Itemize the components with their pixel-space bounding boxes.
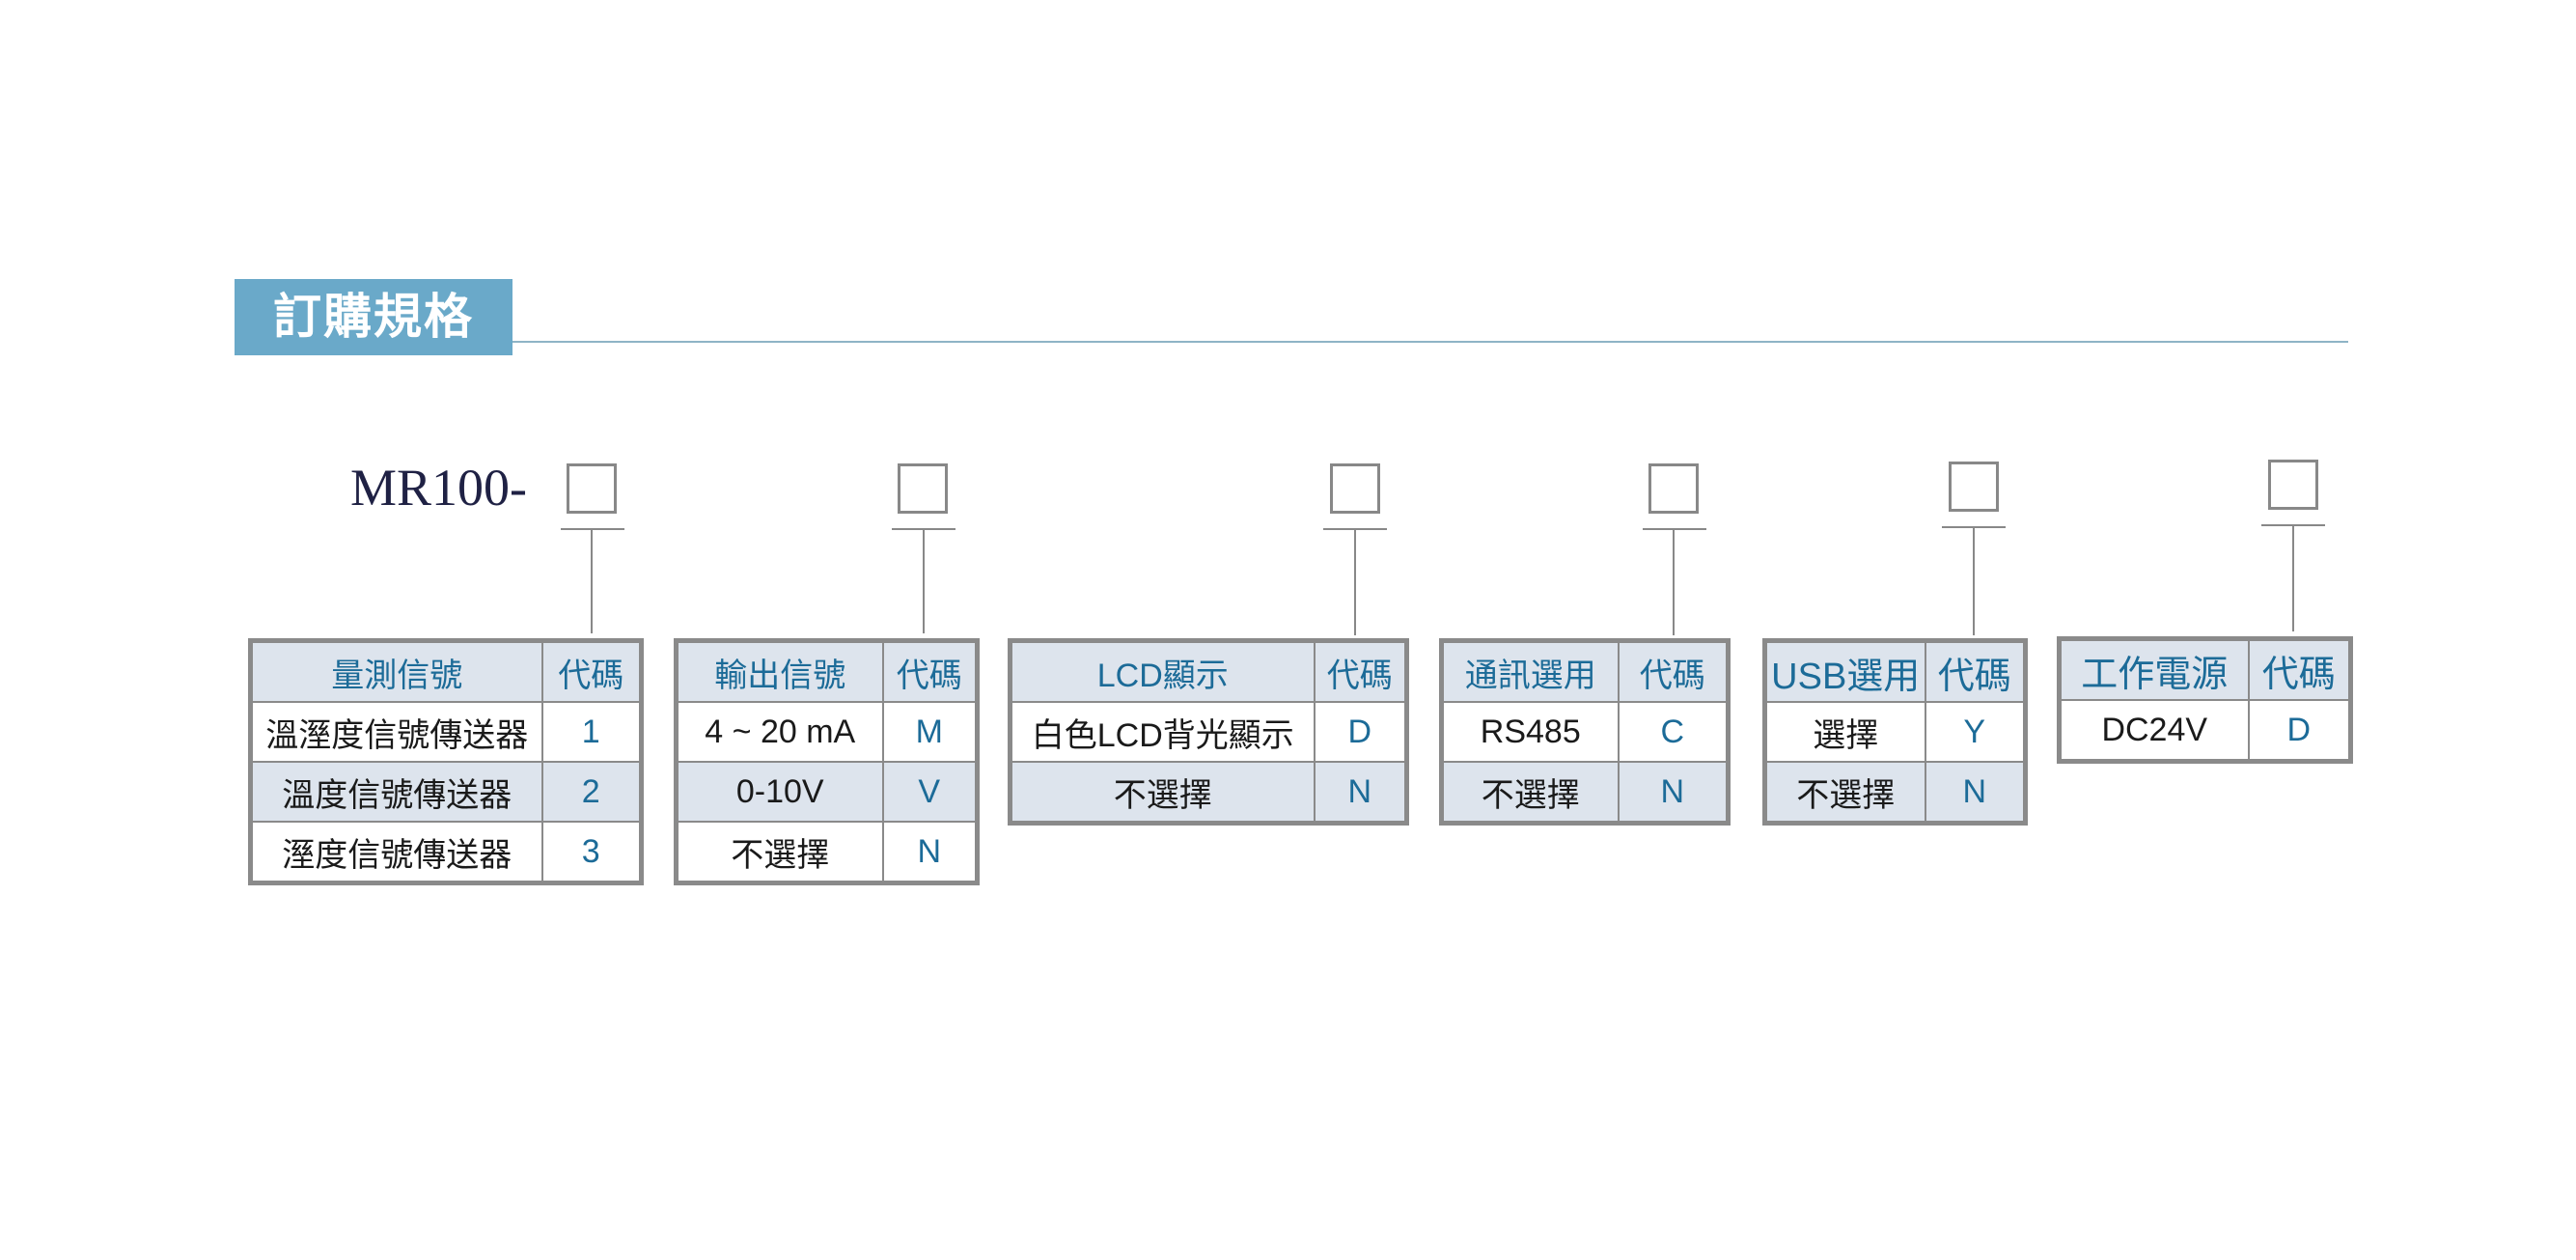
option-code: D	[1313, 701, 1408, 763]
table-row: 4 ~ 20 mA M	[675, 701, 979, 763]
table-row: 溫溼度信號傳送器 1	[249, 701, 643, 763]
spec-table-power-supply: 工作電源 代碼 DC24V D	[2057, 636, 2353, 764]
option-label: RS485	[1440, 701, 1620, 763]
section-title: 訂購規格	[235, 279, 512, 355]
code-column-header: 代碼	[1924, 639, 2027, 703]
spec-table-measurement-signal: 量測信號 代碼 溫溼度信號傳送器 1 溫度信號傳送器 2 溼度信號傳送器 3	[248, 638, 644, 885]
option-code: V	[881, 761, 979, 823]
table-row: 不選擇 N	[675, 821, 979, 884]
option-label: 溼度信號傳送器	[249, 821, 543, 884]
connector-line-1	[591, 529, 593, 633]
option-code: 2	[540, 761, 643, 823]
connector-line-3	[1354, 529, 1356, 635]
table-title: USB選用	[1763, 639, 1926, 703]
model-prefix: MR100-	[350, 459, 528, 517]
connector-line-6	[2292, 525, 2294, 631]
table-row: 溫度信號傳送器 2	[249, 761, 643, 823]
table-header-row: USB選用 代碼	[1763, 639, 2027, 703]
code-column-header: 代碼	[1617, 639, 1730, 703]
spec-table-usb: USB選用 代碼 選擇 Y 不選擇 N	[1762, 638, 2028, 826]
option-label: 不選擇	[1763, 761, 1926, 825]
code-box-4	[1648, 463, 1699, 514]
table-header-row: 輸出信號 代碼	[675, 639, 979, 703]
table-title: LCD顯示	[1009, 639, 1316, 703]
option-label: 溫度信號傳送器	[249, 761, 543, 823]
table-title: 工作電源	[2058, 637, 2250, 701]
option-label: 4 ~ 20 mA	[675, 701, 884, 763]
table-title: 輸出信號	[675, 639, 884, 703]
code-box-3	[1330, 463, 1380, 514]
option-label: 不選擇	[1009, 761, 1316, 825]
code-column-header: 代碼	[881, 639, 979, 703]
table-row: DC24V D	[2058, 699, 2352, 763]
code-box-2	[898, 463, 948, 514]
spec-table-output-signal: 輸出信號 代碼 4 ~ 20 mA M 0-10V V 不選擇 N	[674, 638, 980, 885]
section-divider	[512, 341, 2348, 343]
code-column-header: 代碼	[540, 639, 643, 703]
option-code: N	[1924, 761, 2027, 825]
option-code: 3	[540, 821, 643, 884]
option-label: DC24V	[2058, 699, 2250, 763]
code-box-6	[2268, 460, 2318, 510]
table-header-row: 工作電源 代碼	[2058, 637, 2352, 701]
option-label: 白色LCD背光顯示	[1009, 701, 1316, 763]
option-code: D	[2247, 699, 2352, 763]
option-label: 溫溼度信號傳送器	[249, 701, 543, 763]
code-column-header: 代碼	[2247, 637, 2352, 701]
table-row: 不選擇 N	[1009, 761, 1408, 825]
table-row: 不選擇 N	[1440, 761, 1730, 825]
option-label: 0-10V	[675, 761, 884, 823]
table-header-row: LCD顯示 代碼	[1009, 639, 1408, 703]
table-row: 白色LCD背光顯示 D	[1009, 701, 1408, 763]
table-header-row: 通訊選用 代碼	[1440, 639, 1730, 703]
code-box-5	[1949, 462, 1999, 512]
option-label: 不選擇	[675, 821, 884, 884]
table-header-row: 量測信號 代碼	[249, 639, 643, 703]
table-row: 溼度信號傳送器 3	[249, 821, 643, 884]
connector-line-5	[1973, 527, 1975, 635]
code-box-1	[567, 463, 617, 514]
spec-table-communication: 通訊選用 代碼 RS485 C 不選擇 N	[1439, 638, 1731, 826]
table-row: 0-10V V	[675, 761, 979, 823]
option-label: 選擇	[1763, 701, 1926, 763]
option-code: N	[881, 821, 979, 884]
option-code: Y	[1924, 701, 2027, 763]
code-column-header: 代碼	[1313, 639, 1408, 703]
option-code: N	[1313, 761, 1408, 825]
connector-bar-1	[561, 528, 624, 530]
table-row: 不選擇 N	[1763, 761, 2027, 825]
option-code: M	[881, 701, 979, 763]
spec-table-lcd-display: LCD顯示 代碼 白色LCD背光顯示 D 不選擇 N	[1008, 638, 1409, 826]
table-title: 量測信號	[249, 639, 543, 703]
connector-line-4	[1673, 529, 1675, 635]
connector-bar-4	[1643, 528, 1706, 530]
table-row: 選擇 Y	[1763, 701, 2027, 763]
table-row: RS485 C	[1440, 701, 1730, 763]
table-title: 通訊選用	[1440, 639, 1620, 703]
option-code: N	[1617, 761, 1730, 825]
connector-line-2	[923, 529, 925, 633]
option-label: 不選擇	[1440, 761, 1620, 825]
option-code: 1	[540, 701, 643, 763]
option-code: C	[1617, 701, 1730, 763]
